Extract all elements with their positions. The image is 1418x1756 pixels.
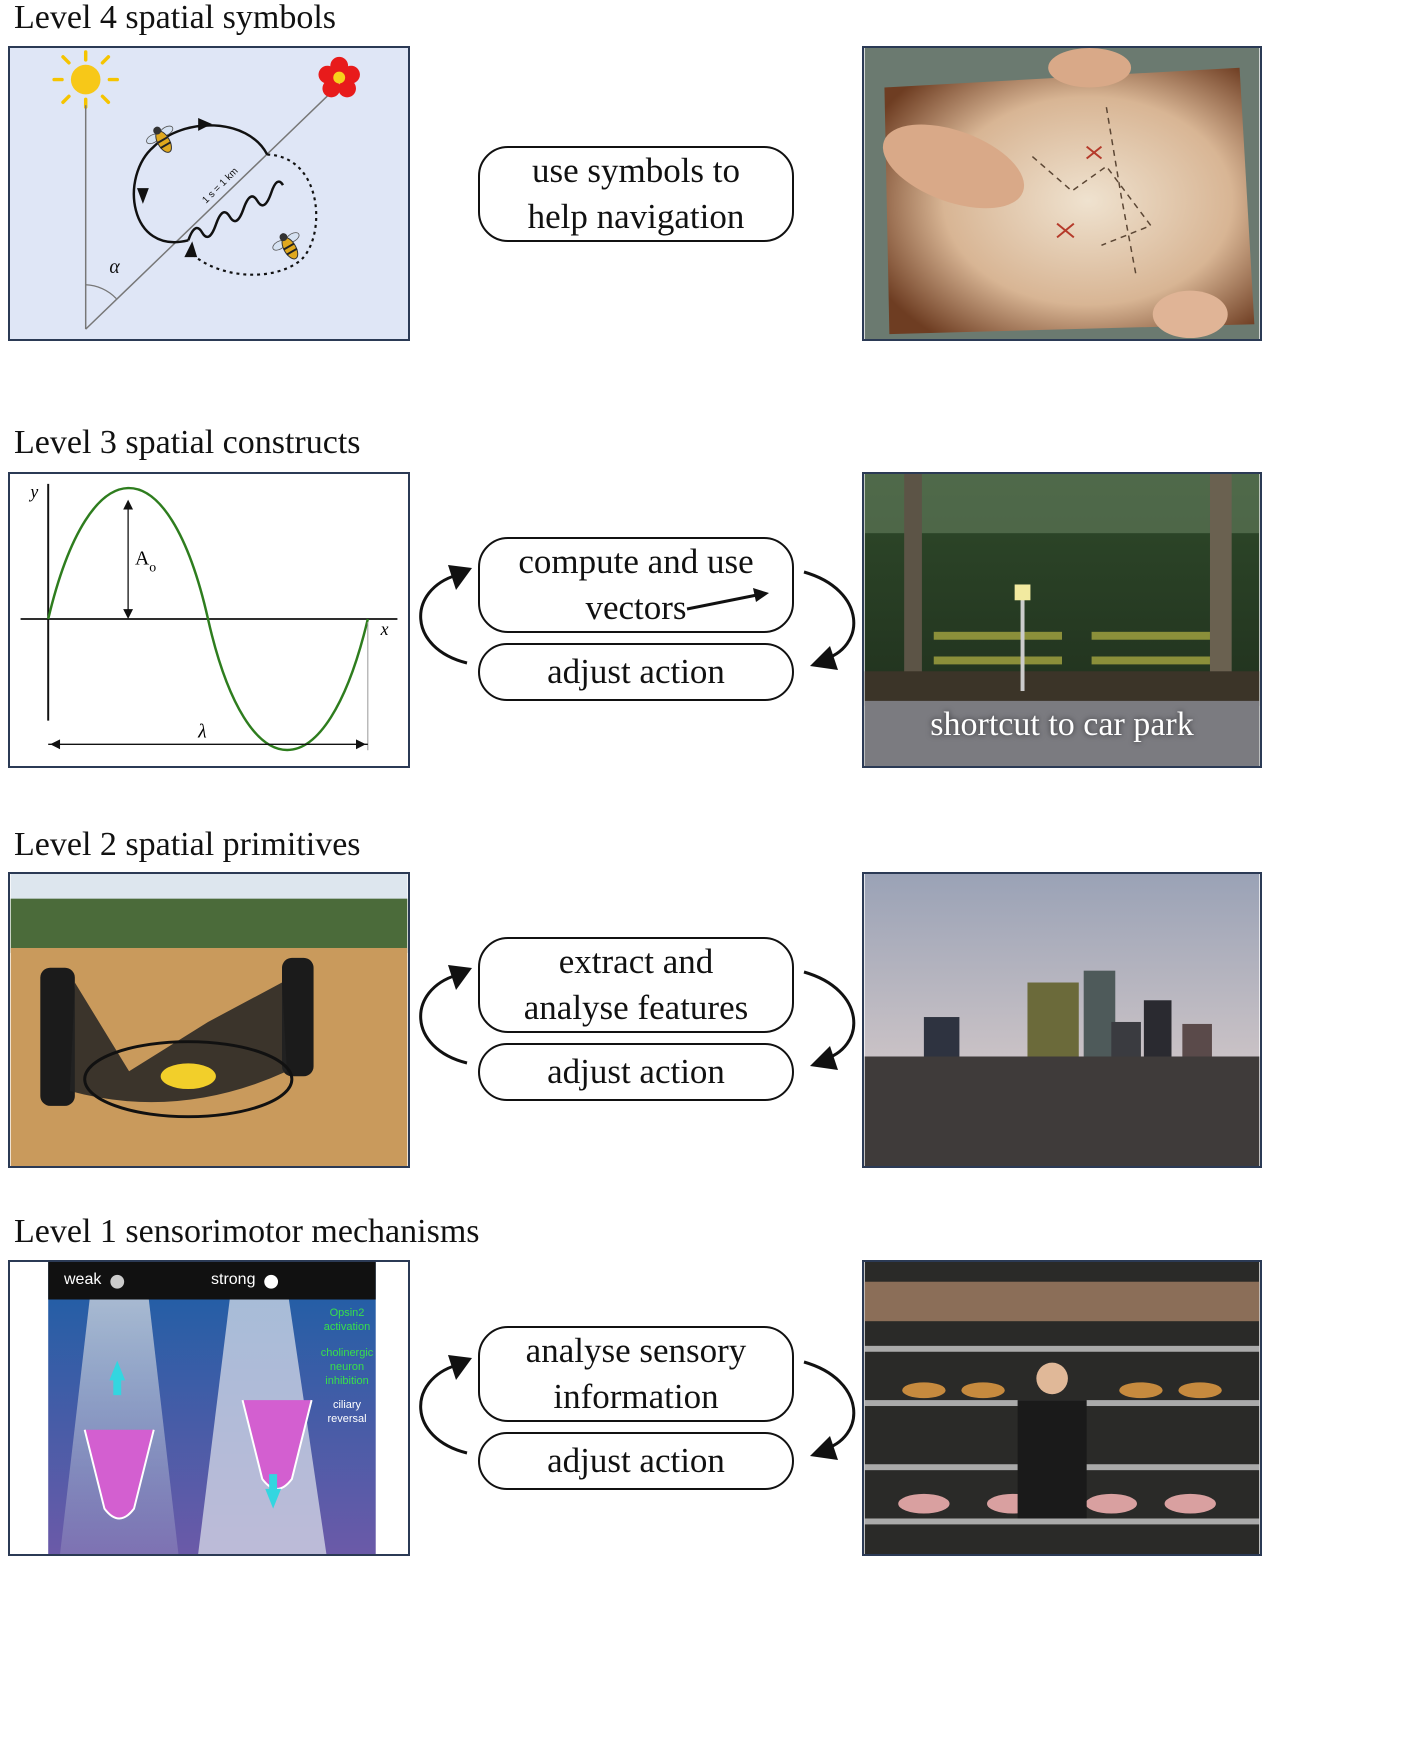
level-4-title: Level 4 spatial symbols [14, 0, 337, 36]
x-axis-label: x [380, 619, 389, 639]
compute-vectors-box: compute and use vectors [478, 537, 794, 633]
feedback-loop-arrows [419, 565, 856, 670]
extract-features-box: extract and analyse features [478, 937, 794, 1033]
bee-icon [146, 125, 174, 153]
use-symbols-box: use symbols to help navigation [478, 146, 794, 242]
adjust-action-box-2: adjust action [478, 1043, 794, 1101]
y-axis-label: y [28, 482, 38, 502]
bee-waggle-dance-diagram: α 1 s = 1 km [8, 46, 410, 341]
flower-icon [318, 56, 360, 98]
alpha-label: α [109, 256, 120, 278]
sine-curve [47, 487, 370, 751]
sun-icon [52, 50, 119, 109]
vector-arrow-icon [686, 588, 769, 611]
level-1-title: Level 1 sensorimotor mechanisms [14, 1213, 480, 1250]
larva-phototaxis-diagram: weak strong Opsin2 activation cholinergi… [8, 1260, 410, 1556]
desert-arena-photo [8, 872, 410, 1168]
pathway-step-3: ciliary reversal [327, 1399, 367, 1425]
feedback-loop-arrows [419, 1355, 856, 1460]
weak-light-label: weak [64, 1271, 102, 1288]
level-3-title: Level 3 spatial constructs [14, 424, 361, 461]
feedback-loop-arrows [419, 965, 856, 1070]
wavelength-label: λ [197, 720, 207, 742]
strong-light-label: strong [211, 1271, 256, 1288]
photo-caption: shortcut to car park [930, 706, 1194, 743]
bakery-display-photo [862, 1260, 1262, 1556]
amplitude-label: Ao [135, 548, 156, 575]
pathway-step-2: cholinergic neuron inhibition [320, 1347, 374, 1387]
sine-wave-diagram: y x Ao λ [8, 472, 410, 768]
level-2-title: Level 2 spatial primitives [14, 826, 361, 863]
pathway-step-1: Opsin2 activation [323, 1307, 371, 1333]
adjust-action-box-3: adjust action [478, 643, 794, 701]
treasure-map-photo [862, 46, 1262, 341]
analyse-sensory-box: analyse sensory information [478, 1326, 794, 1422]
adjust-action-box-1: adjust action [478, 1432, 794, 1490]
bee-icon [272, 232, 300, 260]
city-skyline-photo [862, 872, 1262, 1168]
shortcut-car-park-photo: shortcut to car park [862, 472, 1262, 768]
